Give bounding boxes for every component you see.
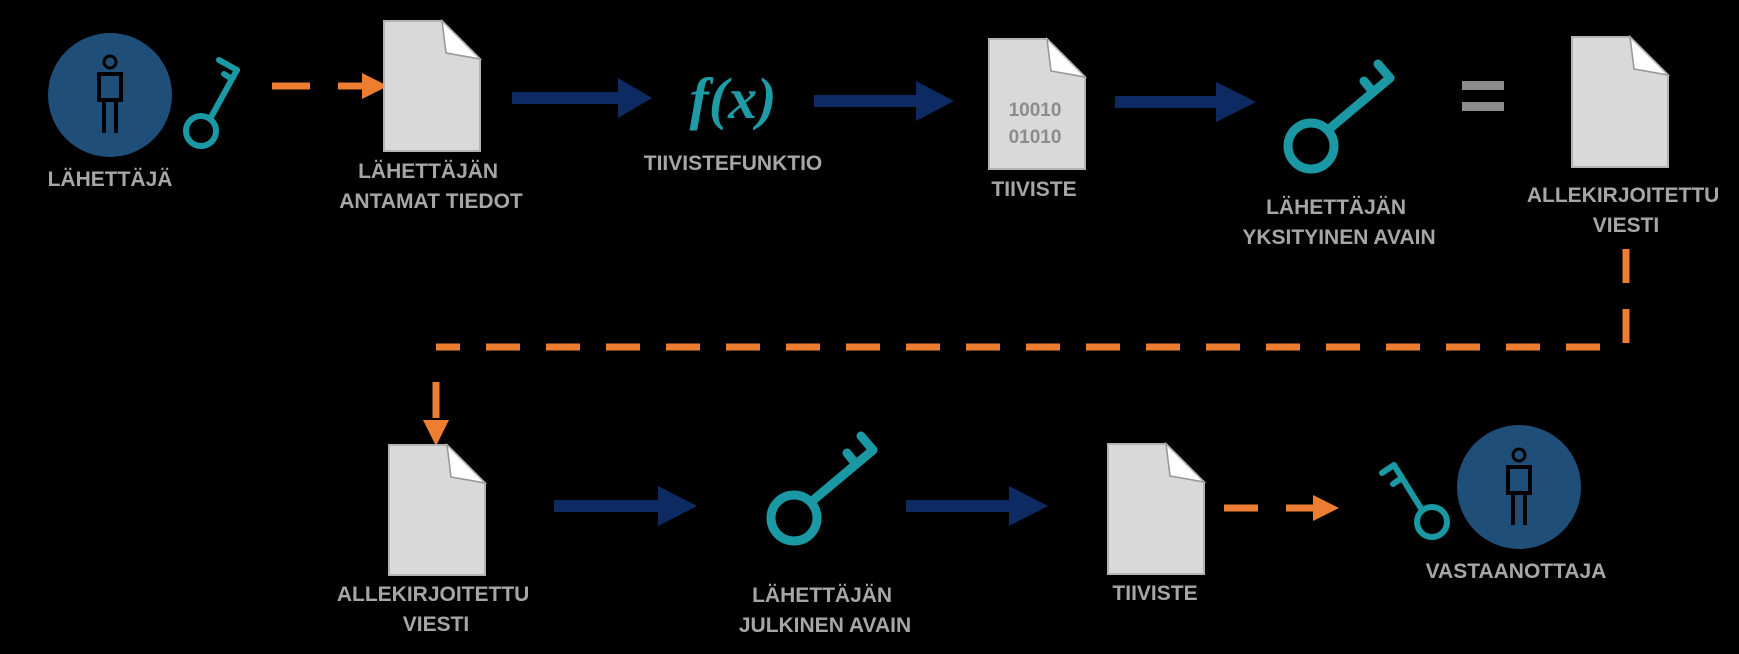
hash-digits-line-1: 10010 <box>1009 100 1062 121</box>
sender-person-icon <box>48 33 172 157</box>
hash-bottom-document-icon <box>1107 443 1205 575</box>
hash-top-label: TIIVISTE <box>991 178 1076 201</box>
equals-icon <box>1462 81 1504 111</box>
transfer-dashed-connector <box>432 249 1630 418</box>
dashed-arrow-2 <box>1224 495 1339 521</box>
signed-message-top-label: ALLEKIRJOITETTU VIESTI <box>1527 184 1725 237</box>
hash-digits-line-2: 01010 <box>1009 127 1062 148</box>
solid-arrow-2 <box>814 81 954 121</box>
receiver-label: VASTAANOTTAJA <box>1426 560 1607 583</box>
sender-label: LÄHETTÄJÄ <box>48 168 173 191</box>
sender-data-label: LÄHETTÄJÄN ANTAMAT TIEDOT <box>339 160 523 213</box>
solid-arrow-4 <box>554 486 697 526</box>
solid-arrow-3 <box>1115 82 1256 122</box>
sender-data-document-icon <box>383 20 481 152</box>
signed-message-bottom-document-icon <box>388 444 486 576</box>
dashed-arrow-1 <box>272 73 388 99</box>
public-key-icon <box>766 431 878 546</box>
receiver-person-icon <box>1457 425 1581 549</box>
signed-message-top-document-icon <box>1571 36 1669 168</box>
solid-arrow-5 <box>906 486 1048 526</box>
public-key-label: LÄHETTÄJÄN JULKINEN AVAIN <box>739 584 911 637</box>
solid-arrow-1 <box>512 78 652 118</box>
private-key-label: LÄHETTÄJÄN YKSITYINEN AVAIN <box>1242 196 1435 249</box>
sender-key-icon <box>183 57 240 149</box>
transfer-arrow-head <box>423 420 449 446</box>
signed-message-bottom-label: ALLEKIRJOITETTU VIESTI <box>337 583 535 636</box>
hash-function-label: TIIVISTEFUNKTIO <box>644 152 823 175</box>
private-key-icon <box>1283 59 1395 174</box>
hash-bottom-label: TIIVISTE <box>1112 582 1197 605</box>
receiver-key-icon <box>1379 462 1450 540</box>
hash-function-icon: f(x) <box>690 66 777 131</box>
